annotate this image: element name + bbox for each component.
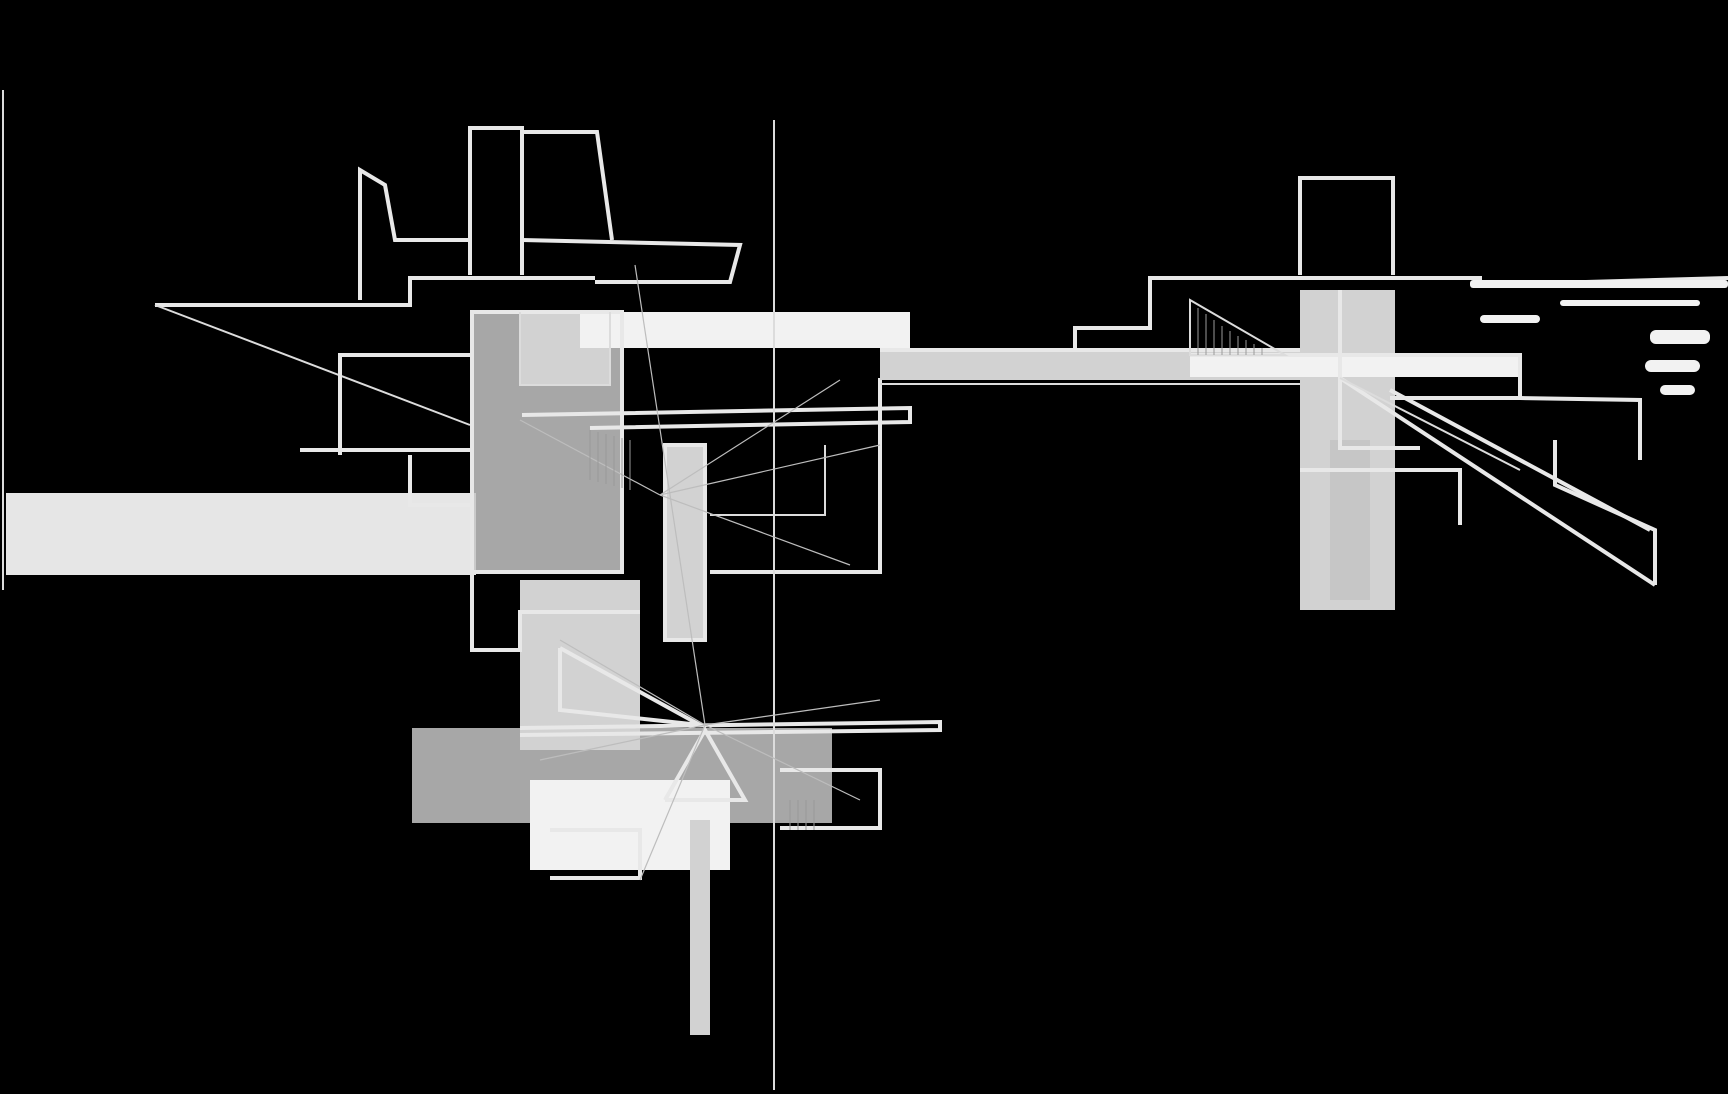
right-pillar: [1330, 440, 1370, 600]
top-tower-left: [468, 126, 524, 275]
hatching-right: [1197, 308, 1263, 355]
left-frame-a: [338, 353, 470, 455]
lower-left-box: [550, 828, 642, 880]
right-frame-a: [1190, 353, 1522, 400]
right-diagonal-1: [1338, 376, 1657, 587]
volume-band: [580, 312, 910, 348]
right-frame-d: [1553, 440, 1657, 585]
lower-frame: [470, 572, 640, 652]
mid-shelf: [521, 405, 912, 430]
lower-cross-band: [519, 719, 942, 737]
volume-lower-core: [520, 580, 640, 750]
diagonal-left-1: [154, 304, 471, 426]
top-tower-right: [520, 130, 614, 241]
column-outline: [663, 443, 707, 642]
left-slab: [6, 493, 476, 575]
core-inner: [519, 312, 611, 386]
right-step: [1073, 326, 1150, 348]
lower-right-box: [780, 768, 882, 830]
right-frame-c: [1300, 468, 1462, 525]
perspective-rays-left: [519, 264, 881, 881]
lower-triangle: [558, 646, 701, 727]
top-deck: [521, 238, 743, 284]
vertical-pole: [690, 820, 710, 1035]
top-roof: [358, 166, 470, 300]
right-frame-2: [710, 445, 826, 516]
left-complex: [154, 120, 942, 1090]
right-frame: [710, 378, 882, 574]
right-frame-e: [1519, 396, 1642, 460]
right-diagonal-2: [1389, 388, 1651, 532]
right-diagonal-3: [1339, 377, 1521, 471]
right-top-tower: [1298, 176, 1395, 275]
right-band: [1190, 355, 1520, 377]
right-frame-b: [1338, 290, 1420, 450]
volume-column: [665, 445, 705, 640]
right-complex: [1073, 176, 1728, 610]
smudge-marks: [1470, 280, 1728, 395]
upper-left-arm: [155, 276, 595, 307]
hatching-left: [589, 430, 815, 830]
lower-pyramid: [663, 725, 749, 802]
left-frame-c: [408, 455, 470, 507]
